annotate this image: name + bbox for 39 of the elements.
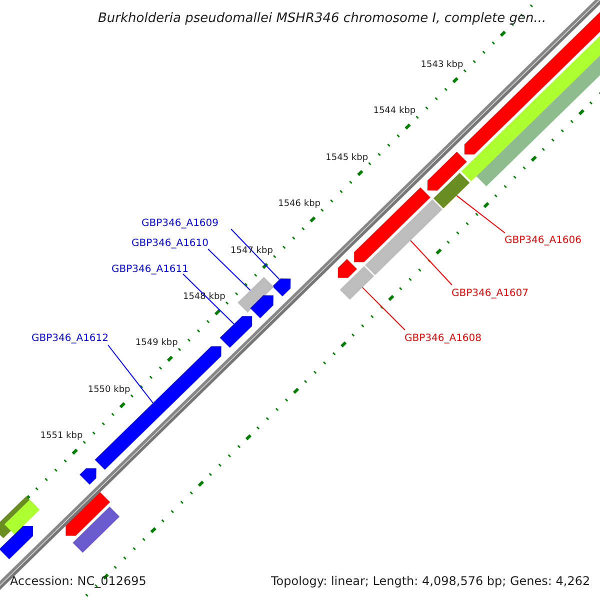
- gene-feature: [272, 278, 291, 296]
- gene-label: GBP346_A1608: [404, 332, 482, 344]
- leader-line: [230, 228, 280, 280]
- gene-feature: [66, 492, 110, 536]
- scale-label: 1546 kbp: [278, 199, 320, 210]
- scale-label: 1548 kbp: [182, 292, 226, 302]
- gene-label: GBP346_A1612: [32, 332, 109, 344]
- leader-line: [456, 195, 506, 234]
- gene-label: GBP346_A1610: [132, 238, 209, 248]
- gene-block: [238, 276, 274, 313]
- scale-label: 1549 kbp: [135, 338, 178, 348]
- scale-label: 1544 kbp: [373, 106, 416, 116]
- leader-line: [410, 240, 452, 286]
- title: Burkholderia pseudomallei MSHR346 chromosome I, complete gen...: [98, 10, 546, 26]
- gene-feature: [220, 316, 252, 348]
- leader-line: [208, 248, 251, 291]
- gene-block: [340, 266, 374, 300]
- gene-label: GBP346_A1606: [504, 234, 582, 246]
- gene-block: [433, 172, 470, 208]
- scale-label: 1547 kbp: [230, 246, 273, 256]
- scale-label: 1550 kbp: [88, 384, 130, 395]
- gene-feature: [427, 152, 467, 190]
- gene-label: GBP346_A1607: [452, 288, 529, 298]
- gene-label: GBP346_A1611: [112, 264, 189, 274]
- gene-feature: [80, 468, 96, 485]
- gene-feature: [338, 259, 357, 278]
- scale-label: 1545 kbp: [326, 152, 368, 163]
- gene-feature: [250, 295, 274, 318]
- gene-block: [365, 199, 442, 276]
- leader-line: [182, 274, 234, 324]
- leader-line: [362, 286, 406, 330]
- scale-label: 1551 kbp: [40, 431, 83, 442]
- gene-label: GBP346_A1609: [142, 218, 219, 228]
- genome-info-text: Topology: linear; Length: 4,098,576 bp; Genes: 4,262: [271, 574, 590, 588]
- leader-line: [108, 344, 154, 404]
- scale-label: 1543 kbp: [420, 60, 464, 70]
- gene-feature: [354, 187, 430, 262]
- accession-text: Accession: NC_012695: [10, 574, 146, 588]
- gene-block: [72, 506, 120, 553]
